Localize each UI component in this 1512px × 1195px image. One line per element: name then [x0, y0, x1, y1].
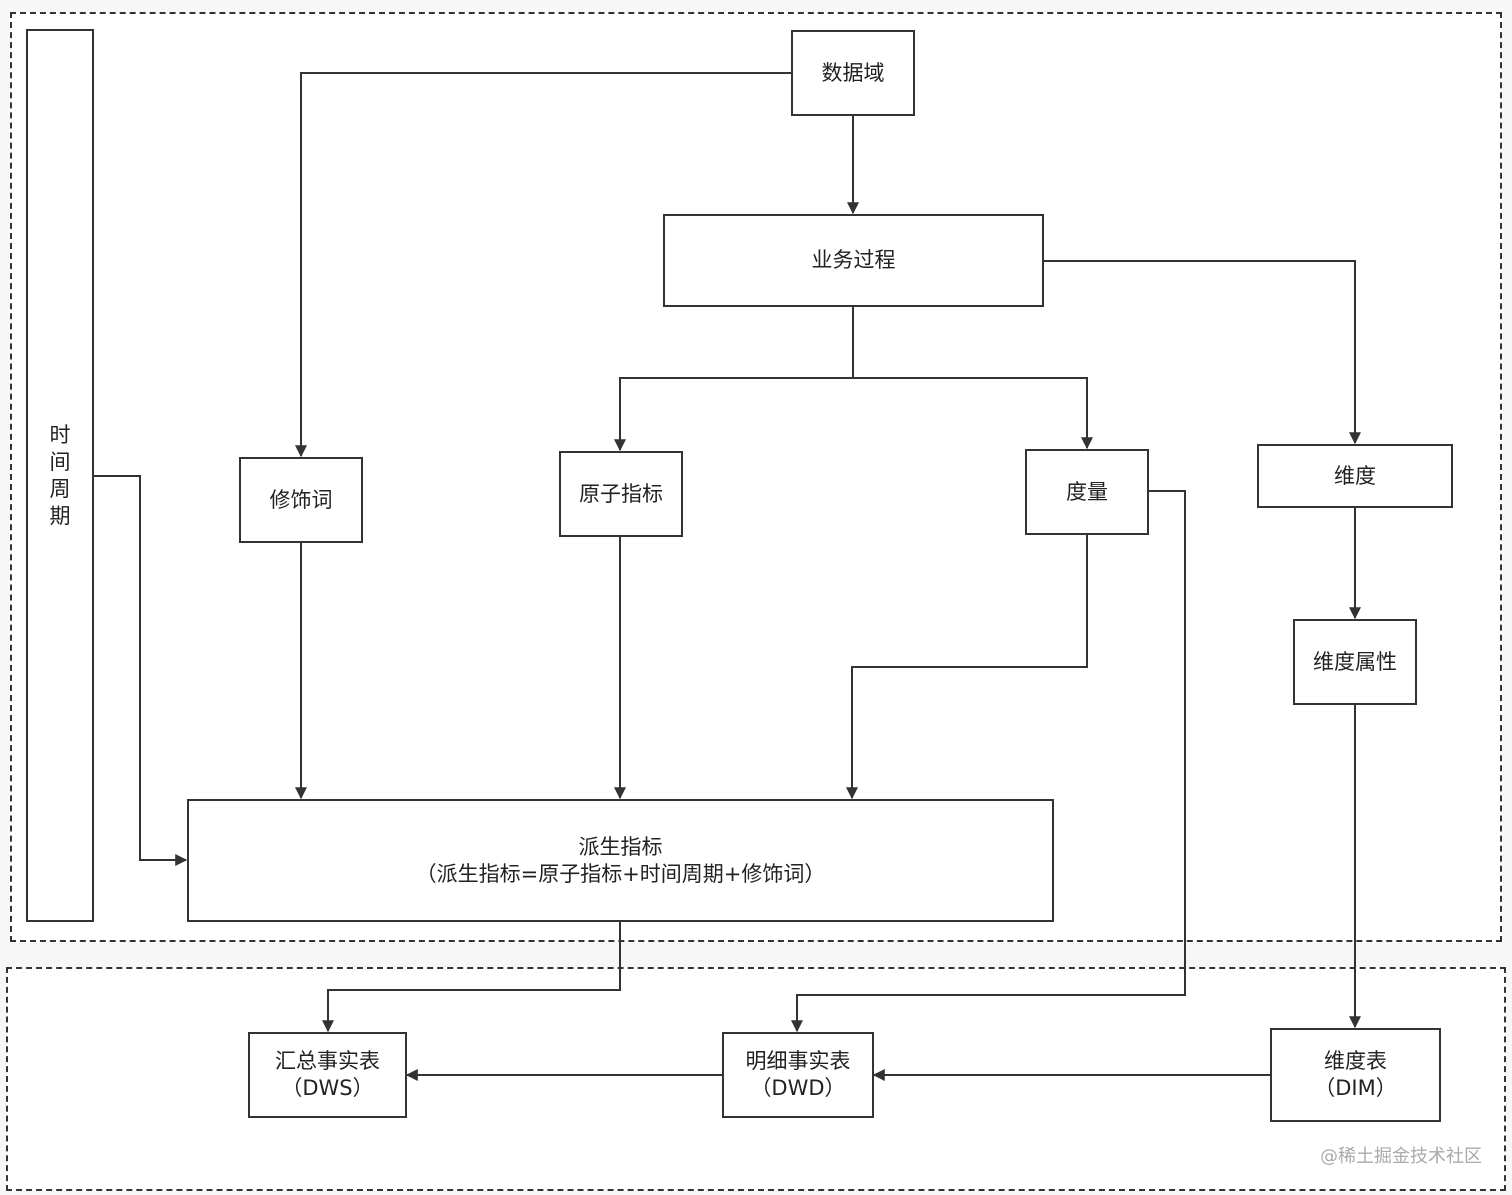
time-period-label-char-4: 期: [49, 503, 71, 528]
data-domain-node: 数据域: [791, 30, 915, 116]
edge-data-domain-to-modifier: [295, 72, 792, 458]
time-period-label-char-1: 时: [49, 422, 71, 447]
watermark-text: @稀土掘金技术社区: [1320, 1146, 1482, 1167]
modifier-node: 修饰词: [239, 457, 363, 543]
dwd-node: 明细事实表 （DWD）: [722, 1032, 874, 1118]
derived-metric-formula: （派生指标=原子指标+时间周期+修饰词）: [415, 861, 826, 886]
dim-title: 维度表: [1324, 1049, 1387, 1073]
time-period-node: 时 间 周 期: [26, 29, 94, 922]
dimension-attribute-label: 维度属性: [1313, 649, 1397, 674]
atomic-metric-node: 原子指标: [559, 451, 683, 537]
dimension-attribute-node: 维度属性: [1293, 619, 1417, 705]
edge-business-process-to-atomic-metric: [614, 306, 854, 452]
time-period-label-char-3: 周: [49, 476, 71, 501]
edge-business-process-to-measure: [853, 377, 1093, 450]
edge-time-period-to-derived-metric: [93, 475, 188, 866]
derived-metric-node: 派生指标 （派生指标=原子指标+时间周期+修饰词）: [187, 799, 1054, 922]
edge-derived-metric-to-dws: [322, 921, 621, 1033]
edge-measure-to-derived-metric: [846, 534, 1088, 800]
dws-title: 汇总事实表: [275, 1049, 380, 1073]
dim-code: （DIM）: [1314, 1076, 1397, 1100]
dwd-code: （DWD）: [750, 1076, 846, 1100]
dimension-node: 维度: [1257, 444, 1453, 508]
business-process-label: 业务过程: [811, 248, 896, 272]
dwd-title: 明细事实表: [745, 1049, 851, 1073]
dws-node: 汇总事实表 （DWS）: [248, 1032, 407, 1118]
edge-business-process-to-dimension: [1043, 260, 1361, 445]
atomic-metric-label: 原子指标: [579, 481, 663, 506]
edge-measure-to-dwd: [791, 490, 1186, 1033]
measure-node: 度量: [1025, 449, 1149, 535]
data-domain-label: 数据域: [821, 60, 885, 85]
measure-label: 度量: [1066, 479, 1108, 504]
dimension-label: 维度: [1334, 463, 1376, 488]
dws-code: （DWS）: [281, 1076, 374, 1100]
time-period-label-char-2: 间: [49, 449, 71, 474]
dim-node: 维度表 （DIM）: [1270, 1028, 1441, 1122]
modifier-label: 修饰词: [269, 487, 333, 512]
derived-metric-title: 派生指标: [578, 834, 663, 859]
business-process-node: 业务过程: [663, 214, 1044, 307]
